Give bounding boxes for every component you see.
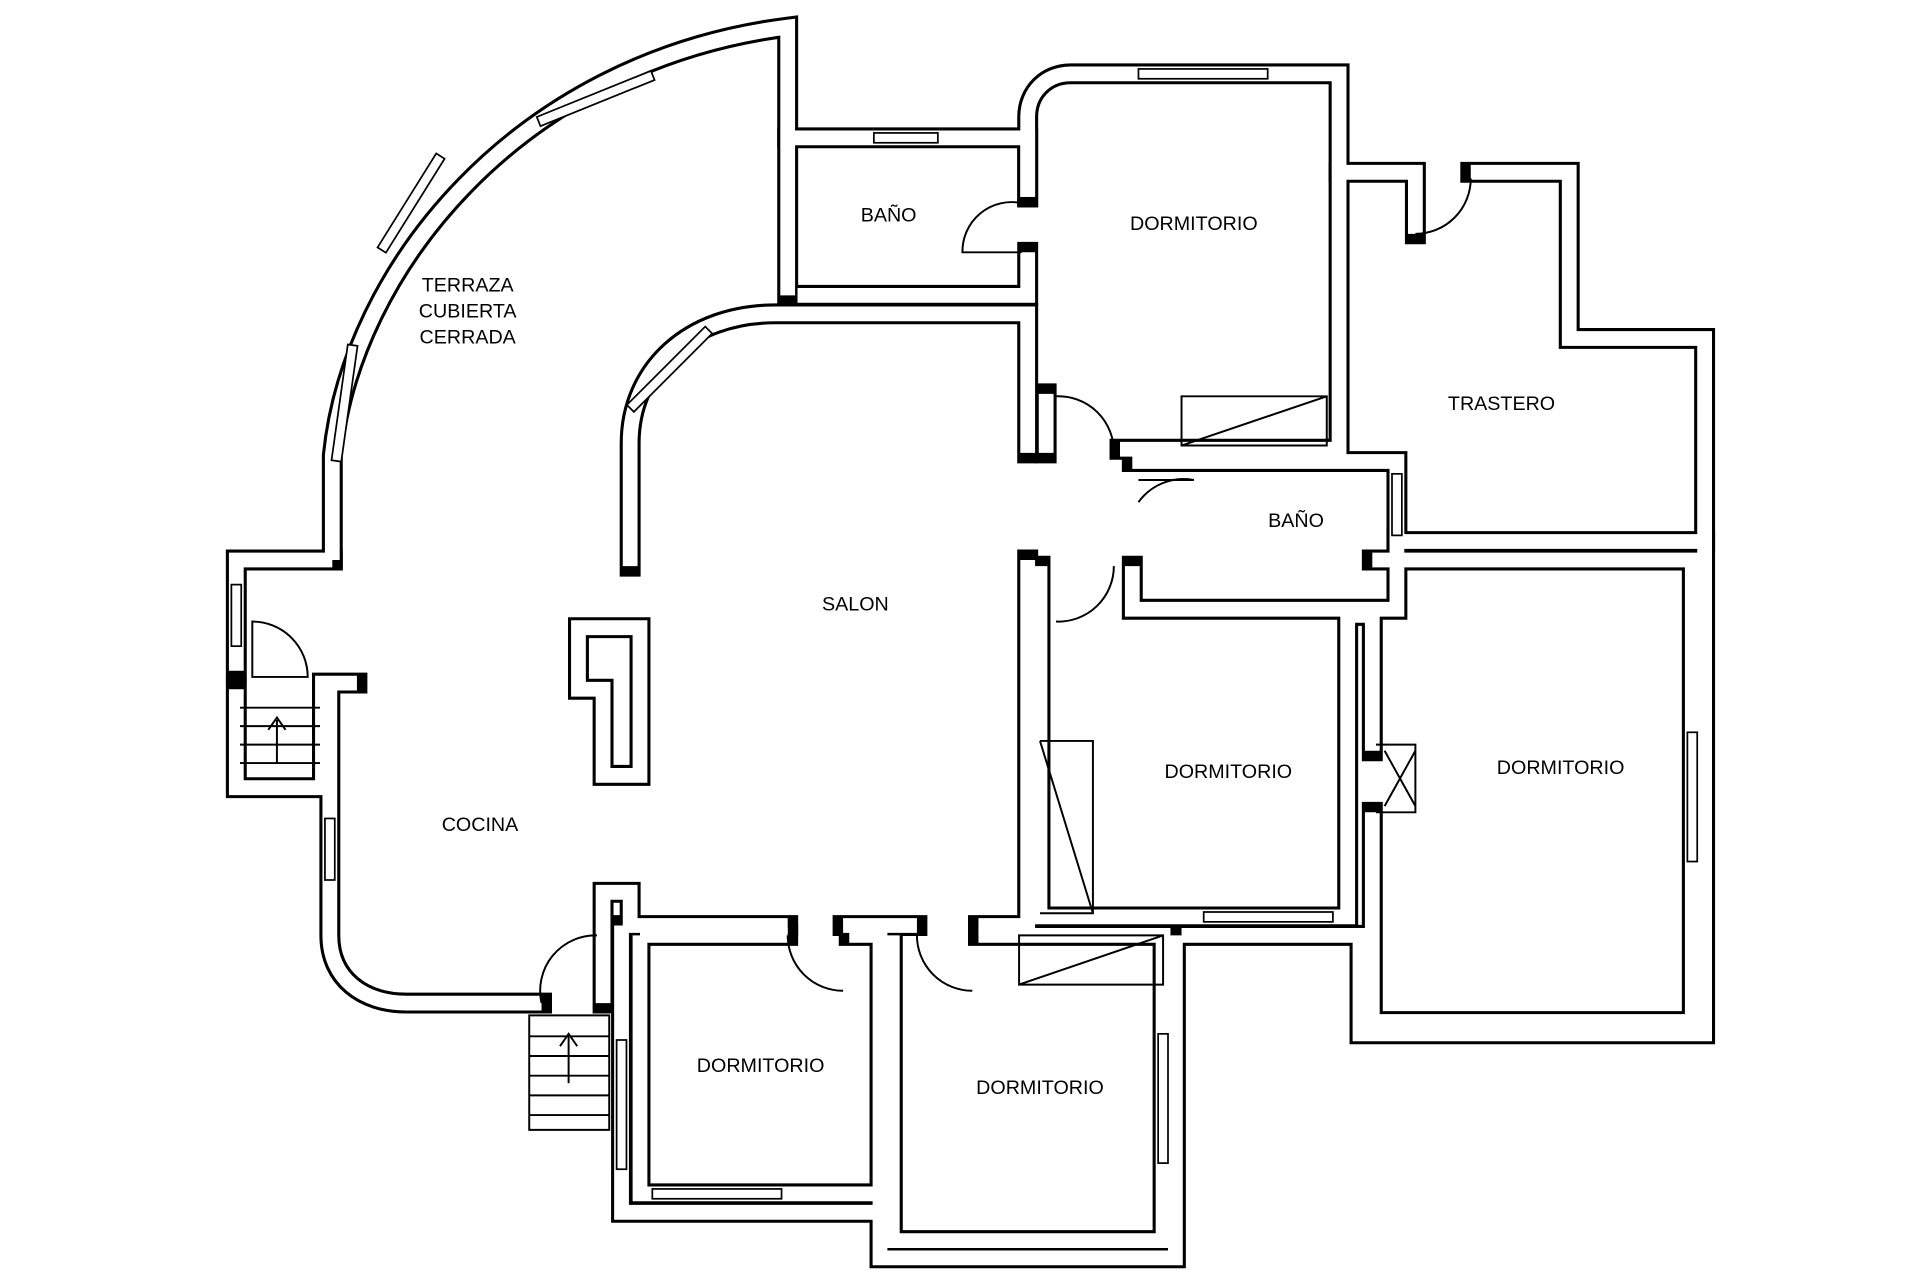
- label-terraza-2: CUBIERTA: [419, 301, 518, 323]
- label-bano-top: BAÑO: [861, 204, 917, 227]
- windows: [230, 68, 1699, 1200]
- label-trastero: TRASTERO: [1448, 393, 1555, 415]
- doors: [251, 178, 1472, 1004]
- label-dormitorio-bottom-left: DORMITORIO: [697, 1055, 825, 1077]
- label-terraza-3: CERRADA: [420, 326, 517, 348]
- stairs-bottom: [528, 1014, 611, 1131]
- stairs-left: [240, 706, 320, 765]
- label-dormitorio-bottom-mid: DORMITORIO: [976, 1077, 1104, 1099]
- label-dormitorio-center: DORMITORIO: [1165, 761, 1293, 783]
- walls: [225, 15, 1716, 1269]
- label-salon: SALON: [822, 593, 889, 615]
- closets: [1018, 395, 1328, 986]
- label-bano-mid: BAÑO: [1268, 509, 1324, 532]
- label-dormitorio-right: DORMITORIO: [1497, 757, 1625, 779]
- label-terraza-1: TERRAZA: [422, 275, 515, 297]
- label-dormitorio-top: DORMITORIO: [1130, 213, 1258, 235]
- label-cocina: COCINA: [442, 814, 519, 836]
- room-labels: TERRAZA CUBIERTA CERRADA BAÑO DORMITORIO…: [419, 204, 1625, 1100]
